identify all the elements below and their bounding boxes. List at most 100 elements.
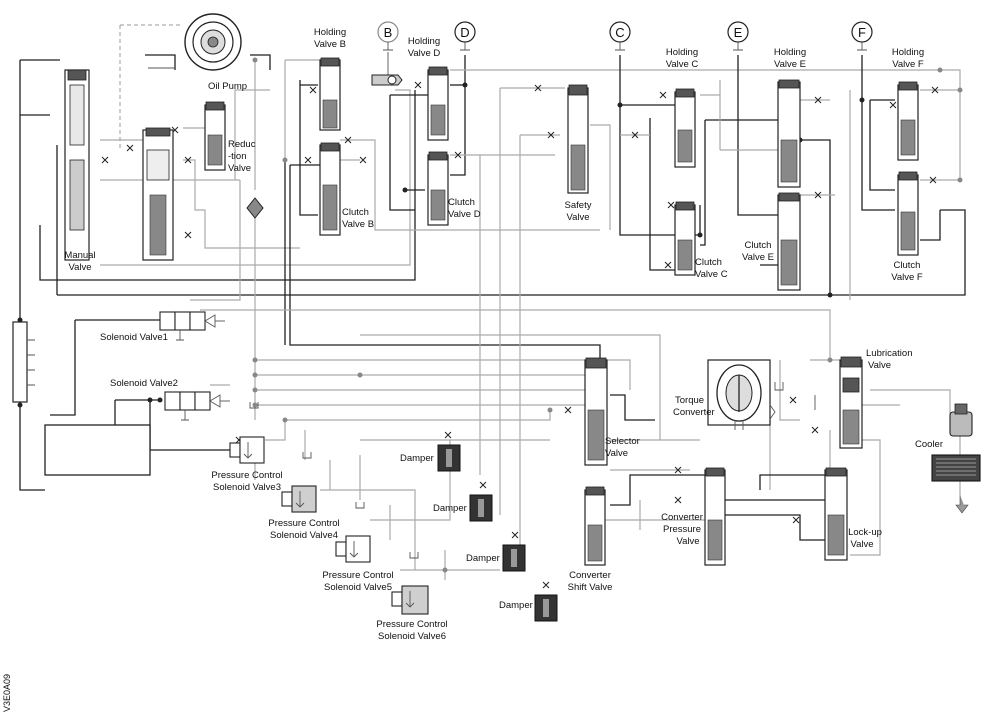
holding-valve-f-label-line2: Valve F (892, 59, 924, 70)
clutch-valve-e: Clutch Valve E (742, 192, 801, 291)
torque-converter-label-line2: Converter (673, 407, 715, 418)
circuit-label-b: B (384, 25, 393, 40)
oil-filter (949, 403, 973, 437)
reduction-valve-main (142, 127, 174, 261)
solenoid-valve2-label: Solenoid Valve2 (110, 378, 178, 389)
converter-pressure-valve-label-line3: Valve (676, 536, 699, 547)
cooler-label: Cooler (915, 439, 943, 450)
damper-2-label: Damper (433, 503, 467, 514)
oil-pump: Oil Pump (119, 13, 271, 150)
torque-converter: Torque Converter (673, 359, 776, 430)
clutch-valve-c: Clutch Valve C (674, 201, 728, 280)
cooler: Cooler (915, 439, 981, 514)
holding-valve-c-label-line2: Valve C (666, 59, 699, 70)
clutch-valve-b-label-line2: Valve B (342, 219, 374, 230)
selector-valve: Selector Valve (584, 357, 640, 466)
torque-converter-label-line1: Torque (675, 395, 704, 406)
holding-valve-f-label-line1: Holding (892, 47, 924, 58)
converter-pressure-valve-label-line1: Converter (661, 512, 703, 523)
clutch-valve-f-label-line1: Clutch (894, 260, 921, 271)
solenoid-valve1-label: Solenoid Valve1 (100, 332, 168, 343)
pcsv3-label-line1: Pressure Control (211, 470, 282, 481)
holding-valve-b-label-line1: Holding (314, 27, 346, 38)
pcsv6-label-line2: Solenoid Valve6 (378, 631, 446, 642)
holding-valve-c: Holding Valve C (666, 47, 699, 168)
circuit-lines (19, 52, 966, 580)
circuit-terminal-c: C (609, 21, 631, 51)
holding-valve-f: Holding Valve F (892, 47, 924, 161)
reduction-valve: Reduc -tion Valve (204, 101, 256, 174)
holding-valve-e-label-line1: Holding (774, 47, 806, 58)
pcsv5-label-line2: Solenoid Valve5 (324, 582, 392, 593)
clutch-valve-c-label-line2: Valve C (695, 269, 728, 280)
pressure-control-solenoid-valve3: Pressure Control Solenoid Valve3 (211, 436, 283, 493)
filter-diamond (246, 197, 264, 219)
clutch-valve-d: Clutch Valve D (427, 151, 481, 226)
drain-symbols (249, 382, 784, 559)
circuit-label-d: D (460, 25, 469, 40)
circuit-terminal-d: D (454, 21, 476, 51)
pcsv5-label-line1: Pressure Control (322, 570, 393, 581)
pcsv4-label-line1: Pressure Control (268, 518, 339, 529)
circuit-label-c: C (615, 25, 624, 40)
converter-shift-valve-label-line1: Converter (569, 570, 611, 581)
lubrication-valve-label-line2: Valve (868, 360, 891, 371)
holding-valve-e: Holding Valve E (774, 47, 806, 188)
reduction-valve-label-line1: Reduc (228, 139, 256, 150)
solenoid-valve1: Solenoid Valve1 (100, 311, 225, 343)
holding-valve-e-label-line2: Valve E (774, 59, 806, 70)
holding-valve-d: Holding Valve D (408, 36, 449, 141)
pcsv6-label-line1: Pressure Control (376, 619, 447, 630)
converter-shift-valve-label-line2: Shift Valve (568, 582, 613, 593)
lockup-valve: Lock-up Valve (824, 467, 882, 561)
damper-3: Damper (466, 544, 526, 572)
pressure-control-solenoid-valve5: Pressure Control Solenoid Valve5 (322, 535, 394, 593)
holding-valve-d-label-line2: Valve D (408, 48, 441, 59)
solenoid-valve2: Solenoid Valve2 (110, 378, 230, 421)
clutch-valve-c-label-line1: Clutch (695, 257, 722, 268)
holding-valve-d-label-line1: Holding (408, 36, 440, 47)
circuit-label-e: E (734, 25, 743, 40)
lockup-valve-label-line2: Valve (850, 539, 873, 550)
safety-valve: Safety Valve (565, 84, 592, 223)
clutch-valve-d-label-line1: Clutch (448, 197, 475, 208)
pressure-control-solenoid-valve4: Pressure Control Solenoid Valve4 (268, 485, 340, 541)
lockup-valve-label-line1: Lock-up (848, 527, 882, 538)
manual-valve-label-line1: Manual (64, 250, 95, 261)
circuit-label-f: F (858, 25, 866, 40)
converter-pressure-valve-label-line2: Pressure (663, 524, 701, 535)
manual-valve: Manual Valve (64, 69, 96, 273)
selector-valve-label-line1: Selector (605, 436, 640, 447)
clutch-valve-f: Clutch Valve F (891, 171, 923, 283)
damper-4: Damper (499, 594, 558, 622)
manual-valve-label-line2: Valve (68, 262, 91, 273)
damper-3-label: Damper (466, 553, 500, 564)
lubrication-valve-label-line1: Lubrication (866, 348, 912, 359)
circuit-terminal-e: E (727, 21, 749, 51)
pcsv3-label-line2: Solenoid Valve3 (213, 482, 281, 493)
clutch-valve-f-label-line2: Valve F (891, 272, 923, 283)
damper-1: Damper (400, 444, 461, 472)
pressure-control-solenoid-valve6: Pressure Control Solenoid Valve6 (376, 585, 448, 642)
circuit-terminal-b: B (377, 21, 399, 51)
oil-pump-label: Oil Pump (208, 81, 247, 92)
converter-pressure-valve: Converter Pressure Valve (661, 467, 726, 566)
holding-valve-b-label-line2: Valve B (314, 39, 346, 50)
damper-1-label: Damper (400, 453, 434, 464)
reduction-valve-label-line3: Valve (228, 163, 251, 174)
clutch-valve-e-label-line1: Clutch (745, 240, 772, 251)
check-valve-b (371, 74, 403, 86)
clutch-valve-b: Clutch Valve B (319, 142, 374, 236)
figure-side-code: V3E0A09 (2, 674, 12, 712)
converter-shift-valve: Converter Shift Valve (568, 486, 613, 593)
holding-valve-c-label-line1: Holding (666, 47, 698, 58)
accumulator (12, 321, 35, 403)
reduction-valve-label-line2: -tion (228, 151, 246, 162)
safety-valve-label-line2: Valve (566, 212, 589, 223)
damper-4-label: Damper (499, 600, 533, 611)
control-unit (44, 424, 151, 476)
clutch-valve-e-label-line2: Valve E (742, 252, 774, 263)
selector-valve-label-line2: Valve (605, 448, 628, 459)
circuit-terminal-f: F (851, 21, 873, 51)
